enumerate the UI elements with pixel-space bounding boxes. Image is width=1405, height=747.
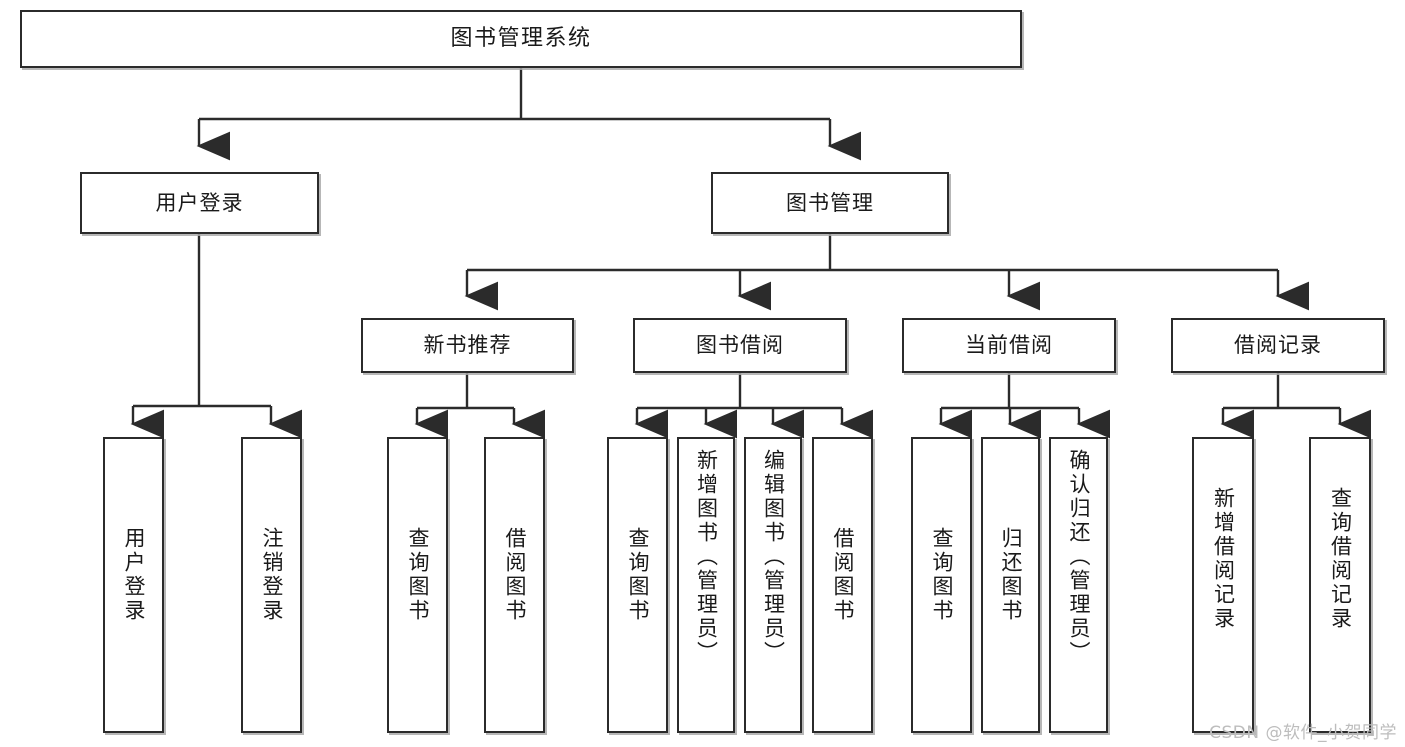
node-leaf-edit-book-admin-label: 编辑图书（管理员） [761,449,786,665]
node-leaf-add-book-admin[interactable]: 新增图书（管理员） [677,437,735,733]
node-root[interactable]: 图书管理系统 [20,10,1022,68]
node-user-login-label: 用户登录 [155,190,244,215]
node-new-book-recommend[interactable]: 新书推荐 [361,318,574,373]
node-leaf-user-login-label: 用户登录 [122,527,146,623]
node-current-borrow-label: 当前借阅 [965,333,1053,358]
node-leaf-borrow-book-2-label: 借阅图书 [831,527,855,623]
node-leaf-query-book-2-label: 查询图书 [626,527,650,623]
node-leaf-add-borrow-record-label: 新增借阅记录 [1211,487,1236,631]
node-leaf-borrow-book-1[interactable]: 借阅图书 [484,437,545,733]
node-borrow-records[interactable]: 借阅记录 [1171,318,1385,373]
node-leaf-return-book-label: 归还图书 [999,527,1023,623]
node-leaf-confirm-return-admin-label: 确认归还（管理员） [1067,449,1091,665]
node-leaf-query-borrow-record[interactable]: 查询借阅记录 [1309,437,1371,733]
node-leaf-logout[interactable]: 注销登录 [241,437,302,733]
node-leaf-query-book-1-label: 查询图书 [406,527,430,623]
node-leaf-query-borrow-record-label: 查询借阅记录 [1328,487,1353,631]
node-user-login[interactable]: 用户登录 [80,172,319,234]
node-leaf-query-book-3-label: 查询图书 [930,527,954,623]
node-root-label: 图书管理系统 [450,26,592,52]
watermark: CSDN @软件_小贺同学 [1209,723,1397,743]
node-leaf-return-book[interactable]: 归还图书 [981,437,1040,733]
node-leaf-query-book-2[interactable]: 查询图书 [607,437,668,733]
node-book-borrow[interactable]: 图书借阅 [633,318,847,373]
node-leaf-borrow-book-1-label: 借阅图书 [503,527,527,623]
node-book-borrow-label: 图书借阅 [696,333,784,358]
node-leaf-query-book-1[interactable]: 查询图书 [387,437,448,733]
node-leaf-confirm-return-admin[interactable]: 确认归还（管理员） [1049,437,1108,733]
node-leaf-edit-book-admin[interactable]: 编辑图书（管理员） [744,437,802,733]
node-new-book-recommend-label: 新书推荐 [423,333,512,358]
node-leaf-logout-label: 注销登录 [260,527,284,623]
node-leaf-query-book-3[interactable]: 查询图书 [911,437,972,733]
node-book-management[interactable]: 图书管理 [711,172,949,234]
node-leaf-add-book-admin-label: 新增图书（管理员） [694,449,719,665]
node-borrow-records-label: 借阅记录 [1234,333,1322,358]
node-leaf-borrow-book-2[interactable]: 借阅图书 [812,437,873,733]
node-book-management-label: 图书管理 [786,190,874,215]
node-leaf-add-borrow-record[interactable]: 新增借阅记录 [1192,437,1254,733]
node-leaf-user-login[interactable]: 用户登录 [103,437,164,733]
node-current-borrow[interactable]: 当前借阅 [902,318,1116,373]
